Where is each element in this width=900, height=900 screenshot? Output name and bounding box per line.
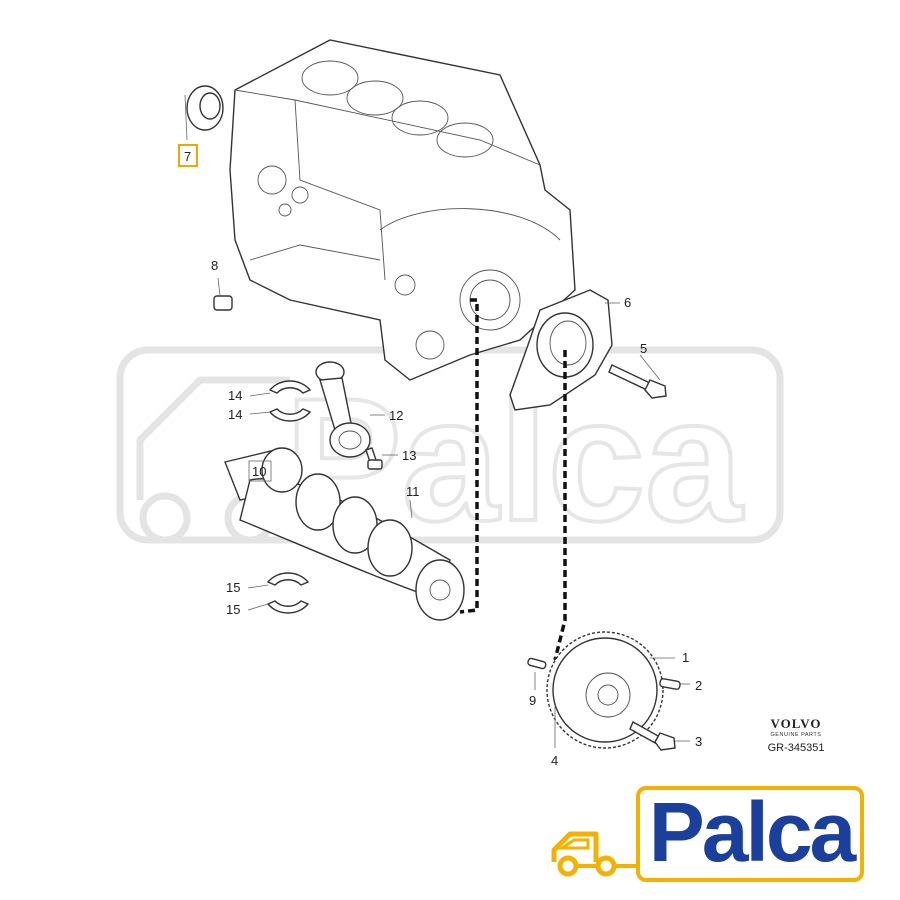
crankshaft [224,447,465,621]
callout-1: 1 [682,650,689,665]
car-icon [551,831,640,877]
callout-4: 4 [551,753,558,768]
dowel-pin [527,657,547,690]
cover-bolt [608,354,667,399]
logo-card [636,786,864,882]
callout-11: 11 [406,484,420,499]
callout-15b: 15 [226,602,240,617]
rod-bolt [365,447,398,470]
logo-word: Palca [648,785,857,879]
watermark: Palca [116,346,784,560]
box-10 [248,460,272,482]
callout-8: 8 [211,258,218,273]
callout-3: 3 [695,734,702,749]
flywheel-bolt [629,721,690,751]
callout-15a: 15 [226,580,240,595]
callout-7: 7 [184,149,191,164]
main-bearings [247,572,310,614]
callout-6: 6 [624,295,631,310]
callout-5: 5 [640,341,647,356]
connecting-rod [315,361,385,458]
highlight-box-7 [178,144,198,167]
brand-name: VOLVO [770,716,822,731]
pin [659,678,690,690]
callout-12: 12 [389,408,403,423]
callout-10: 10 [252,464,266,479]
reference-code: GR-345351 [767,742,825,754]
engine-block [229,39,576,381]
callout-14b: 14 [228,407,242,422]
alignment-lines [459,298,567,661]
oil-seal [184,85,224,141]
callout-13: 13 [402,448,416,463]
callout-2: 2 [695,678,702,693]
con-rod-bearings [249,380,312,422]
rear-cover [509,289,620,411]
brand-subtitle: GENUINE PARTS [770,732,822,738]
callout-9: 9 [529,693,536,708]
callout-14a: 14 [228,388,242,403]
brand-block: VOLVO GENUINE PARTS GR-345351 [748,716,844,754]
flywheel [546,631,675,749]
plug-bolt [213,277,233,311]
